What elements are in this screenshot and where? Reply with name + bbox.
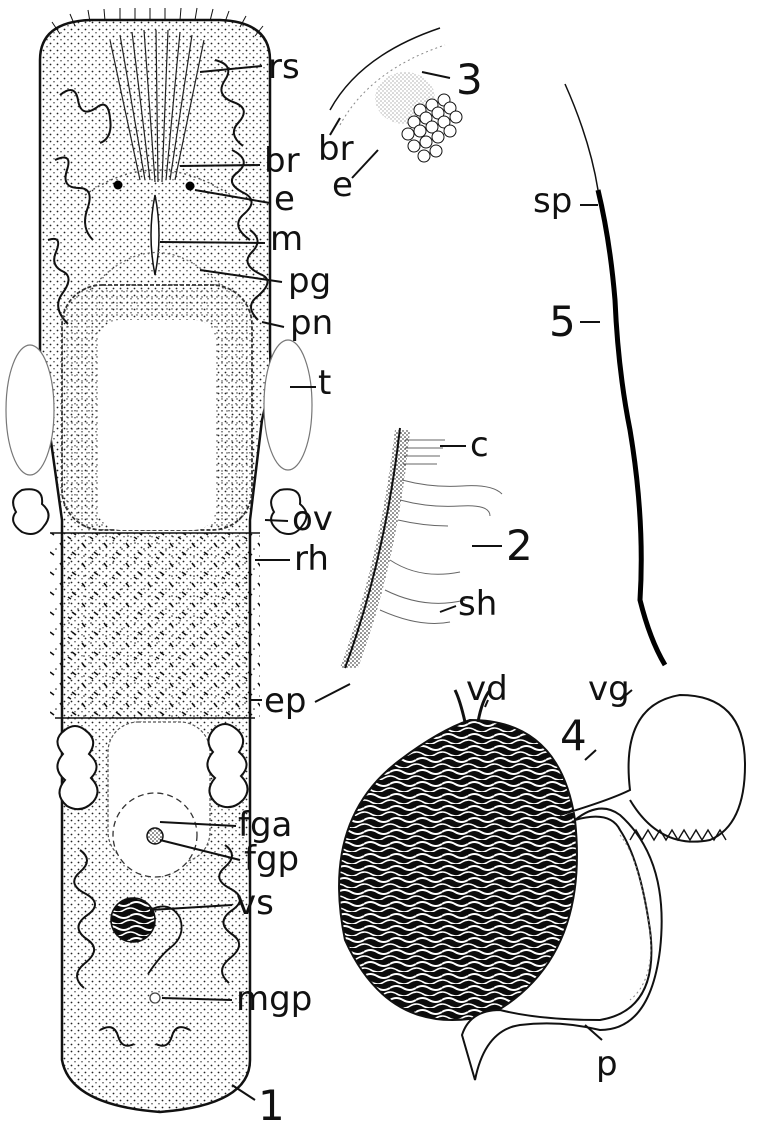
label-t: t [318, 363, 331, 403]
testis-left [6, 345, 54, 475]
figure-number-2: 2 [506, 521, 533, 570]
label-pg: pg [288, 261, 331, 301]
sperm-body [598, 190, 665, 665]
testis-right [264, 340, 312, 470]
male-genital-pore [150, 993, 160, 1003]
pharynx-lumen [98, 320, 216, 530]
label-c: c [470, 425, 489, 465]
vesicula-granulorum [560, 695, 745, 842]
label-vg: vg [588, 669, 630, 709]
figure-2-epidermis: c 2 sh [315, 425, 533, 702]
eye-left [114, 181, 123, 190]
label-sh: sh [458, 584, 497, 624]
label-rs: rs [268, 47, 300, 87]
label-e: e [274, 179, 295, 219]
label-fgp: fgp [244, 839, 299, 879]
label-sp: sp [533, 181, 572, 221]
female-genital-pore [147, 828, 163, 844]
label-mgp: mgp [236, 979, 312, 1019]
sperm-tail [565, 84, 598, 190]
label-ep: ep [264, 681, 307, 721]
label-e-fig3: e [332, 165, 353, 205]
figure-number-1: 1 [258, 1081, 285, 1130]
label-ov: ov [292, 499, 333, 539]
figure-number-5: 5 [549, 297, 576, 346]
figure-4-copulatory-organ: vd 4 vg p [339, 669, 745, 1084]
label-br-fig3: br [318, 129, 354, 169]
epidermis-layer [340, 430, 410, 668]
label-pn: pn [290, 303, 333, 343]
seminal-bulb [339, 720, 577, 1020]
label-vs: vs [236, 883, 274, 923]
figure-number-3: 3 [456, 55, 483, 104]
label-br: br [264, 141, 300, 181]
figure-3-eye-detail: 3 br e [318, 28, 483, 205]
label-m: m [270, 219, 303, 259]
label-vd: vd [466, 669, 508, 709]
label-p: p [596, 1044, 618, 1084]
label-rh: rh [294, 539, 329, 579]
rhabdite-band [50, 533, 260, 718]
figure-5-spermatozoon: sp 5 [533, 84, 665, 665]
figure-number-4: 4 [560, 711, 587, 760]
eye-right [186, 182, 195, 191]
eye-cup-cells [375, 72, 462, 162]
